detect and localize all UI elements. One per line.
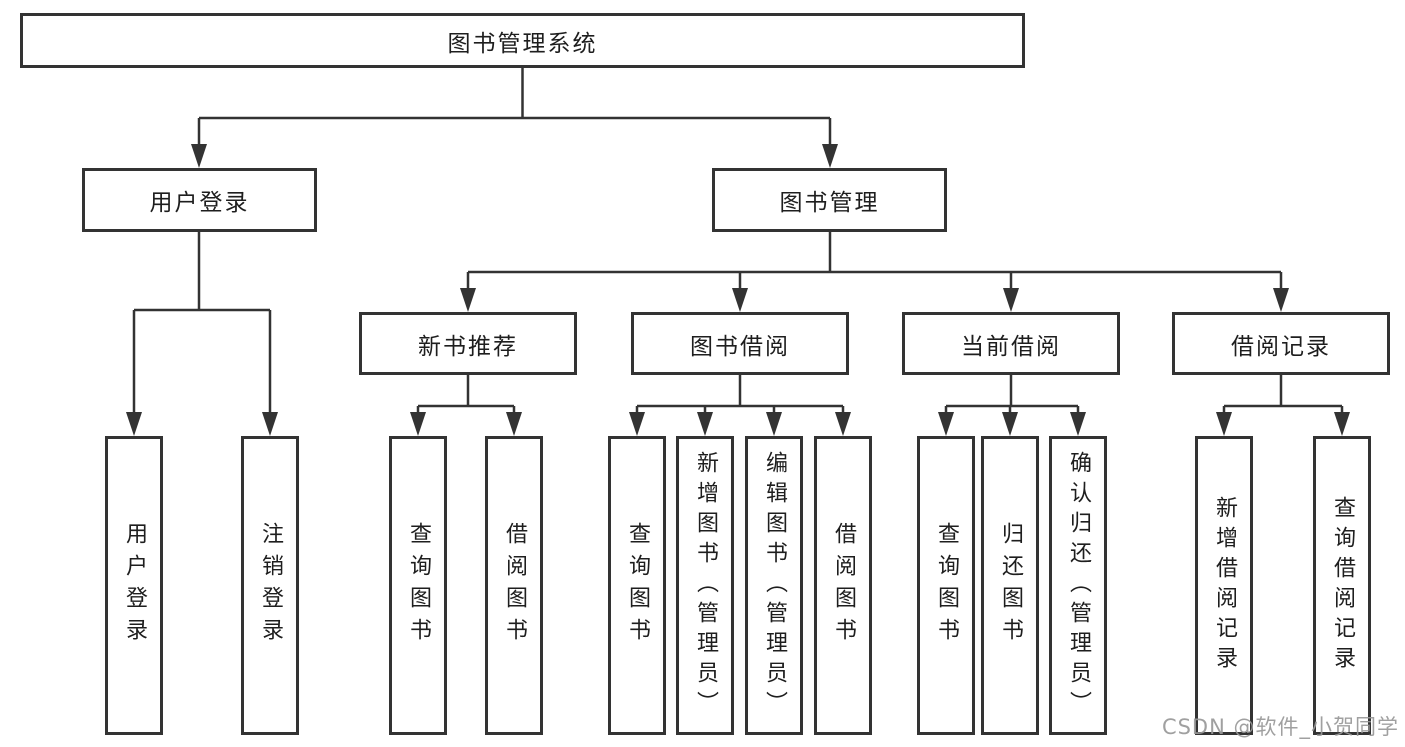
node-borrowing-records: 借阅记录	[1172, 312, 1390, 375]
node-library-system: 图书管理系统	[20, 13, 1025, 68]
node-new-book-recommend: 新书推荐	[359, 312, 577, 375]
node-leaf-query-books-recommend: 查询图书	[389, 436, 447, 735]
node-leaf-confirm-return-admin: 确认归还（管理员）	[1049, 436, 1107, 735]
node-leaf-add-borrow-record: 新增借阅记录	[1195, 436, 1253, 735]
node-book-borrowing: 图书借阅	[631, 312, 849, 375]
node-leaf-add-books-admin: 新增图书（管理员）	[676, 436, 734, 735]
node-user-login: 用户登录	[82, 168, 317, 232]
node-book-management: 图书管理	[712, 168, 947, 232]
csdn-watermark: CSDN @软件_小贺同学	[1161, 715, 1399, 739]
node-leaf-edit-books-admin: 编辑图书（管理员）	[745, 436, 803, 735]
node-leaf-query-books-borrowing: 查询图书	[608, 436, 666, 735]
node-leaf-logout: 注销登录	[241, 436, 299, 735]
node-leaf-user-login: 用户登录	[105, 436, 163, 735]
node-leaf-query-books-current: 查询图书	[917, 436, 975, 735]
node-current-borrowing: 当前借阅	[902, 312, 1120, 375]
node-leaf-borrow-books-recommend: 借阅图书	[485, 436, 543, 735]
node-leaf-return-books: 归还图书	[981, 436, 1039, 735]
node-leaf-borrow-books: 借阅图书	[814, 436, 872, 735]
node-leaf-query-borrow-record: 查询借阅记录	[1313, 436, 1371, 735]
